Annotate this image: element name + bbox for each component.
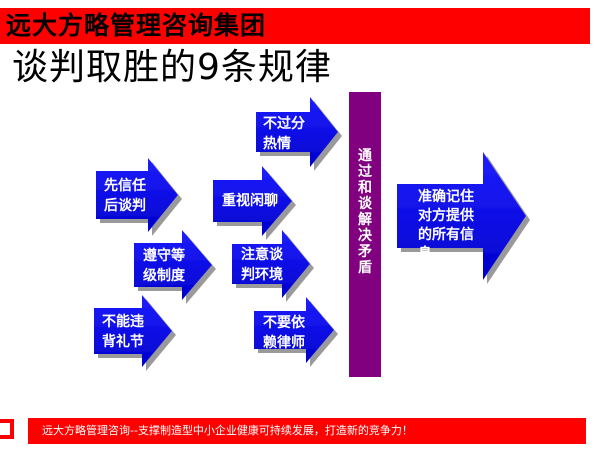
label-environment: 注意谈 判环境 — [241, 247, 283, 283]
header-banner: 远大方略管理咨询集团 — [0, 8, 590, 44]
label-small-talk: 重视闲聊 — [222, 193, 278, 209]
label-center-bar: 通过和谈解决矛盾 — [358, 148, 372, 276]
arrow-no-lawyer — [254, 297, 334, 363]
arrow-environment — [232, 230, 310, 298]
arrow-result — [397, 152, 526, 280]
footer-slogan: 远大方略管理咨询--支撑制造型中小企业健康可持续发展，打造新的竞争力！ — [42, 424, 413, 437]
label-etiquette: 不能违 背礼节 — [102, 314, 144, 350]
page-title: 谈判取胜的9条规律 — [12, 47, 332, 88]
company-name: 远大方略管理咨询集团 — [6, 11, 267, 40]
arrow-small-talk — [213, 166, 292, 236]
label-hierarchy: 遵守等 级制度 — [143, 248, 185, 284]
label-result: 准确记住 对方提供 的所有信 息 — [418, 189, 474, 262]
label-not-too-warm: 不过分 热情 — [263, 116, 305, 152]
footer-banner: 远大方略管理咨询--支撑制造型中小企业健康可持续发展，打造新的竞争力！ — [28, 418, 586, 444]
footer-corner-mark — [0, 419, 14, 439]
label-trust-first: 先信任 后谈判 — [104, 178, 146, 214]
arrow-etiquette — [94, 295, 172, 367]
arrow-trust-first — [96, 158, 178, 232]
label-no-lawyer: 不要依 赖律师 — [263, 315, 305, 351]
center-bar — [349, 92, 381, 377]
arrow-hierarchy — [134, 230, 212, 300]
arrow-not-too-warm — [256, 97, 338, 167]
